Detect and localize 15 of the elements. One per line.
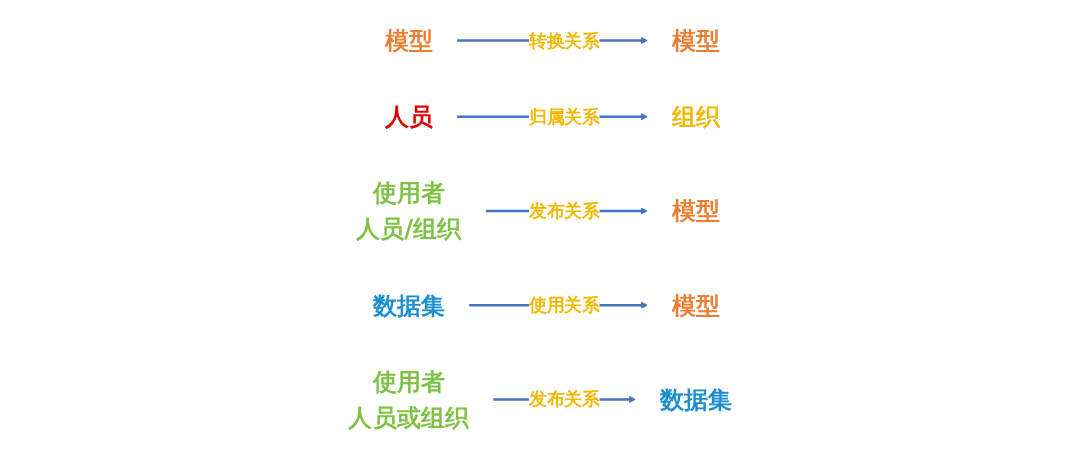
- node-text: 模型: [671, 26, 720, 55]
- node-text: 数据集: [659, 385, 732, 414]
- node-text: 使用者 人员或组织: [348, 367, 469, 432]
- node-text: 模型: [671, 196, 720, 225]
- edge-label: 发布关系: [528, 200, 600, 221]
- edge-label: 转换关系: [528, 30, 600, 51]
- node-text: 数据集: [372, 291, 445, 320]
- node-text: 人员: [384, 102, 433, 131]
- node-text: 组织: [671, 102, 720, 131]
- edge-label: 归属关系: [528, 106, 600, 127]
- edge-label: 发布关系: [528, 389, 600, 410]
- edge-label: 使用关系: [528, 295, 600, 316]
- node-text: 模型: [384, 26, 433, 55]
- node-text: 使用者 人员/组织: [355, 178, 461, 244]
- node-text: 模型: [671, 291, 720, 320]
